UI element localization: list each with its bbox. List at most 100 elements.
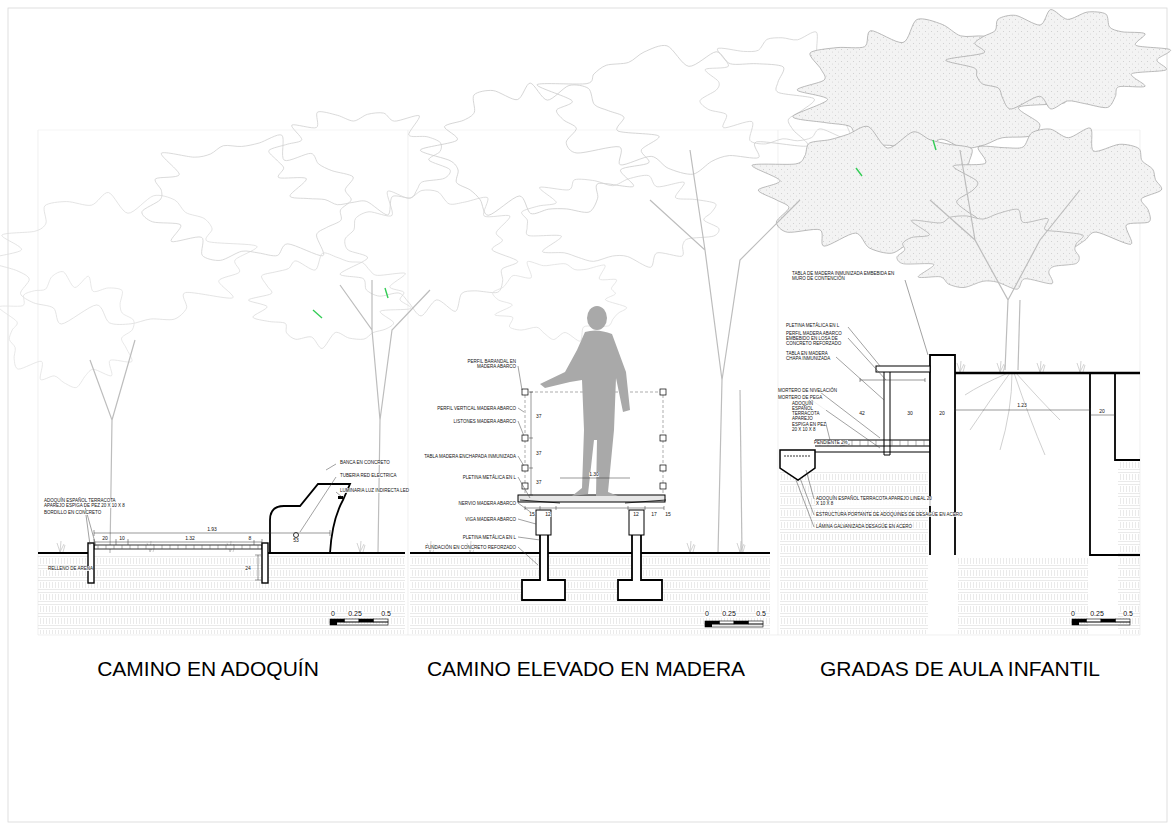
concrete-footing xyxy=(618,535,662,600)
scale-label: 0 xyxy=(1071,610,1075,618)
person-silhouette xyxy=(540,330,630,496)
paver-joint xyxy=(892,440,893,446)
dimension-line xyxy=(860,378,1115,415)
annotation-label: LUMINARIA LUZ INDIRECTA LED xyxy=(340,488,409,493)
soil-hatch xyxy=(1118,462,1140,634)
scale-label: 0.25 xyxy=(348,610,362,618)
paver-joint xyxy=(258,545,259,549)
annotation-label: PERFIL MADERA ABARCO EMBEBIDO EN LOSA DE… xyxy=(786,331,846,347)
annotation-label: PERFIL BARANDAL EN MADERA ABARCO xyxy=(460,359,516,369)
annotation-label: NERVIO MADERA ABARCO xyxy=(459,501,516,506)
steel-angle xyxy=(520,500,666,503)
tree-mark xyxy=(856,168,862,176)
rail-section xyxy=(660,465,666,471)
rail-section xyxy=(660,435,666,441)
paver-course xyxy=(94,545,262,549)
slab-edge xyxy=(955,372,1140,374)
scale-bar xyxy=(749,621,764,624)
timber-beam xyxy=(629,510,644,535)
tree-trunk xyxy=(90,340,135,553)
scale-bar xyxy=(1072,619,1087,622)
tree-canopy xyxy=(493,261,627,341)
paver-joint xyxy=(868,440,869,446)
annotation-label: 15 xyxy=(529,512,535,518)
annotation-label: 30 xyxy=(907,411,913,417)
rail-section xyxy=(660,483,666,489)
scale-bar xyxy=(1116,619,1131,622)
retaining-wall xyxy=(1090,373,1140,555)
annotation-label: 1.23 xyxy=(1017,403,1027,409)
tree-trunk xyxy=(930,150,1080,370)
grass-tuft xyxy=(1037,361,1045,372)
sheet-frame xyxy=(8,8,1167,822)
scale-label: 0.25 xyxy=(722,610,736,618)
scale-label: 0 xyxy=(705,610,709,618)
annotation-label: PLETINA METÁLICA EN L xyxy=(463,535,516,540)
annotation-label: 37 xyxy=(536,480,542,486)
scale-bar xyxy=(705,624,712,627)
annotation-label: TUBERIA RED ELECTRICA xyxy=(340,473,397,478)
annotation-label: 42 xyxy=(859,411,865,417)
annotation-label: MORTERO DE NIVELACIÓN xyxy=(778,388,837,393)
annotation-label: ESTRUCTURA PORTANTE DE ADOQUINES DE DESA… xyxy=(816,512,963,517)
annotation-label: PLETINA METÁLICA EN L xyxy=(786,323,839,328)
annotation-label: 1.32 xyxy=(185,536,195,542)
scale-bar xyxy=(330,619,345,622)
grass-tuft xyxy=(57,541,65,552)
section-heading: CAMINO ELEVADO EN MADERA xyxy=(427,657,745,681)
dimension-line xyxy=(525,392,664,510)
scale-bar xyxy=(374,619,389,622)
curb xyxy=(88,543,94,583)
tree-canopy xyxy=(522,175,720,267)
scale-bar xyxy=(1072,622,1079,625)
tree-canopy xyxy=(142,135,353,261)
annotation-label: TABLA DE MADERA INMUNIZADA EMBEBIDA EN M… xyxy=(792,271,904,281)
annotation-label: 10 xyxy=(119,536,125,542)
section-heading: CAMINO EN ADOQUÍN xyxy=(97,657,319,681)
tree-trunk xyxy=(1018,300,1020,370)
paver-joint xyxy=(908,440,909,446)
annotation-label: RELLENO DE ARENA xyxy=(48,566,93,571)
annotation-label: LISTONES MADERA ABARCO xyxy=(454,419,516,424)
scale-bar xyxy=(705,621,720,624)
paver-joint xyxy=(852,440,853,446)
grass-tuft xyxy=(957,361,965,372)
annotation-label: 20 xyxy=(939,411,945,417)
paver-joint xyxy=(250,545,251,549)
annotation-label: 24 xyxy=(245,566,251,572)
annotation-label: ADOQUÍN ESPAÑOL TERRACOTA APAREJO ESPIGA… xyxy=(44,498,126,508)
scale-label: 0 xyxy=(331,610,335,618)
paver-joint xyxy=(210,545,211,549)
paver-joint xyxy=(170,545,171,549)
annotation-label: PLETINA METÁLICA EN L xyxy=(463,475,516,480)
soil-hatch xyxy=(780,470,928,634)
tree-canopy xyxy=(537,45,814,174)
soil-hatch xyxy=(410,556,770,634)
tree-canopy xyxy=(340,190,518,316)
annotation-label: 53 xyxy=(293,538,299,544)
timber-profile xyxy=(884,372,890,455)
paver-joint xyxy=(98,545,99,549)
leader-line xyxy=(518,366,540,565)
grass-tuft xyxy=(1077,361,1085,372)
scale-bar xyxy=(1072,622,1130,625)
paver-joint xyxy=(924,440,925,446)
timber-seat xyxy=(876,366,930,372)
scale-bar xyxy=(1087,619,1102,622)
annotation-label: 8 xyxy=(249,536,252,542)
paver-joint xyxy=(218,545,219,549)
annotation-label: PERFIL VERTICAL MADERA ABARCO xyxy=(437,406,516,411)
dimension-line xyxy=(255,555,261,580)
annotation-label: ADOQUÍN ESPAÑOL TERRACOTA APAREJO ESPIGA… xyxy=(792,401,826,432)
rail-section xyxy=(522,435,528,441)
tree-trunk xyxy=(650,150,800,553)
annotation-label: 20 xyxy=(102,536,108,542)
scale-bar xyxy=(720,621,735,624)
tree-canopy xyxy=(420,83,659,215)
paver-joint xyxy=(226,545,227,549)
grass-tuft xyxy=(687,541,695,552)
paver-joint xyxy=(900,440,901,446)
annotation-label: BANCA EN CONCRETO xyxy=(340,460,390,465)
